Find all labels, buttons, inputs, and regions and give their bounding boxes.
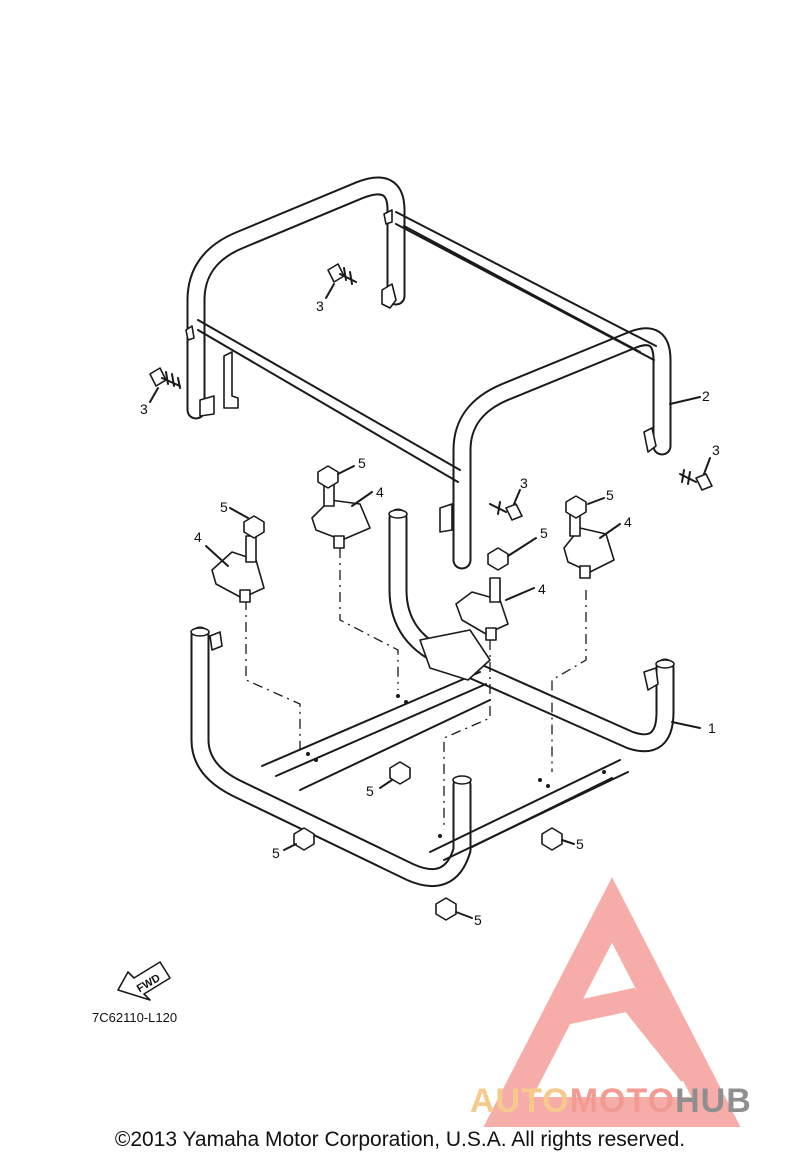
label-nut-3: 5 [540,525,548,541]
watermark-hub: HUB [675,1082,752,1120]
label-mount-right: 4 [624,514,632,530]
label-frame-top: 2 [702,388,710,404]
label-nut-4: 5 [606,487,614,503]
label-bolt-front-right: 3 [712,442,720,458]
top-frame-assembly [185,176,672,570]
copyright-footer: ©2013 Yamaha Motor Corporation, U.S.A. A… [114,1128,686,1151]
label-nut-8: 5 [474,912,482,928]
assembly-lines [245,548,587,830]
label-nut-2: 5 [358,455,366,471]
label-nut-6: 5 [272,845,280,861]
label-nut-5: 5 [366,783,374,799]
bolt-rear-left [149,367,181,389]
bottom-frame-assembly [190,508,675,888]
label-nut-1: 5 [220,499,228,515]
label-mount-rear: 4 [376,484,384,500]
label-bolt-front-mid: 3 [520,475,528,491]
label-bolt-rear-top: 3 [316,298,324,314]
label-mount-front: 4 [538,581,546,597]
label-mount-left: 4 [194,529,202,545]
nut-group [243,465,587,921]
mount-front [455,577,509,641]
label-frame-bottom: 1 [708,720,716,736]
bolt-front-right [679,469,713,491]
bolt-front-mid [489,501,523,521]
label-nut-7: 5 [576,836,584,852]
label-bolt-rear-left: 3 [140,401,148,417]
watermark-logo-mark [483,877,741,1127]
diagram-code: 7C62110-L120 [92,1010,178,1025]
fwd-arrow-icon: FWD [117,961,171,1001]
watermark-logo-text: AUTOMOTOHUB [470,1082,752,1121]
watermark-moto: MOTO [569,1082,676,1120]
leader-lines [149,283,711,919]
bolt-rear-top [327,263,357,285]
part-number-labels: 1 2 3 3 3 3 4 4 4 4 5 5 5 5 5 5 5 5 [140,298,720,928]
watermark-auto: AUTO [470,1082,570,1120]
mount-right [563,513,615,579]
mount-left [211,535,265,603]
mount-rear [311,483,371,549]
